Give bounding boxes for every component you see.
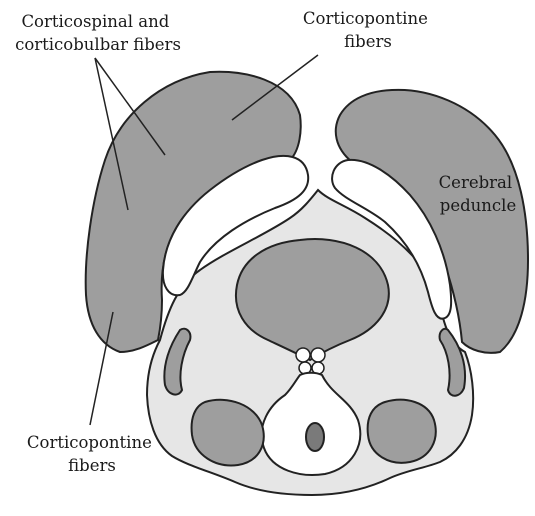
- label-corticopontine-top: Corticopontine fibers: [303, 9, 433, 51]
- label-corticopontine-bottom: Corticopontine fibers: [27, 433, 157, 475]
- cerebral-aqueduct: [306, 423, 324, 451]
- label-cpt-bottom-line1: Corticopontine: [27, 433, 152, 452]
- label-cst-line1: Corticospinal and: [21, 12, 169, 31]
- label-corticospinal: Corticospinal and corticobulbar fibers: [15, 12, 181, 54]
- label-cst-line2: corticobulbar fibers: [15, 35, 181, 54]
- label-peduncle-line1: Cerebral: [439, 173, 513, 192]
- right-lower-nucleus: [368, 400, 436, 463]
- label-cpt-top-line2: fibers: [344, 32, 392, 51]
- label-cpt-top-line1: Corticopontine: [303, 9, 428, 28]
- label-peduncle-line2: peduncle: [440, 196, 516, 215]
- label-cpt-bottom-line2: fibers: [68, 456, 116, 475]
